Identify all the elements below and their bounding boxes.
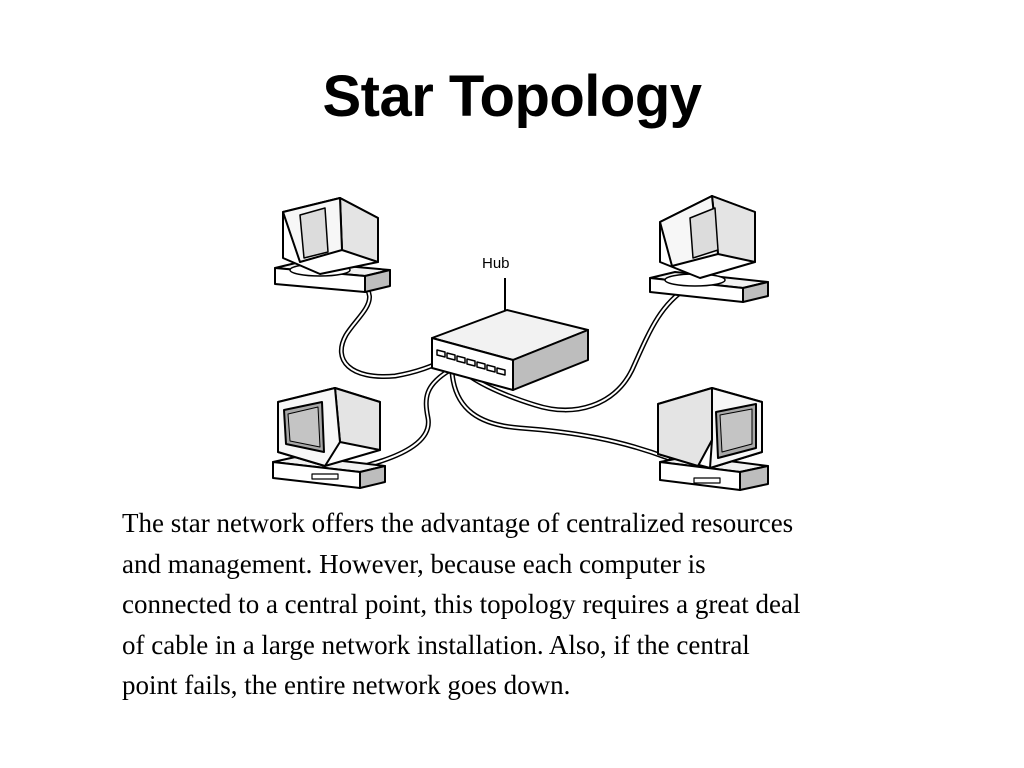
description-line: and management. However, because each co… <box>122 548 706 579</box>
description-line: of cable in a large network installation… <box>122 629 750 660</box>
hub-device <box>431 278 589 391</box>
description-line: The star network offers the advantage of… <box>122 508 794 538</box>
slide-title: Star Topology <box>322 64 702 129</box>
computer-top-left-icon <box>274 197 391 293</box>
description-line: connected to a central point, this topol… <box>122 589 801 619</box>
description-paragraph: The star network offers the advantage of… <box>122 503 992 706</box>
computer-bottom-right-icon <box>657 387 769 491</box>
computer-bottom-left-icon <box>272 387 386 489</box>
hub-label: Hub <box>482 255 510 272</box>
computer-top-right-icon <box>649 195 769 303</box>
description-line: point fails, the entire network goes dow… <box>122 670 571 700</box>
network-cables <box>335 269 691 468</box>
